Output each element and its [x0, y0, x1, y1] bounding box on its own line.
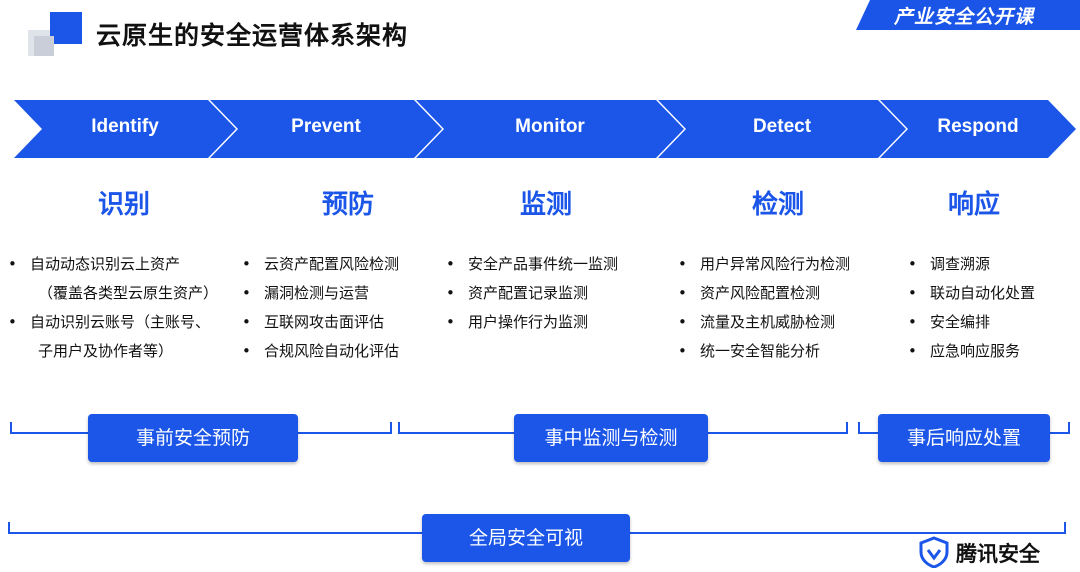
chevron-prevent: Prevent: [210, 100, 442, 158]
corner-banner: 产业安全公开课: [856, 0, 1080, 30]
shield-icon: [919, 536, 949, 568]
list-item: •资产配置记录监测: [446, 284, 589, 302]
stage-list-monitor: •安全产品事件统一监测 •资产配置记录监测 •用户操作行为监测: [446, 250, 619, 337]
chevron-respond: Respond: [880, 100, 1076, 158]
list-item: •联动自动化处置: [908, 284, 1036, 302]
phase-post-label: 事后响应处置: [878, 414, 1050, 462]
phase-global-label: 全局安全可视: [422, 514, 630, 562]
list-item: •合规风险自动化评估: [242, 342, 400, 360]
list-item: •用户操作行为监测: [446, 313, 589, 331]
list-item: •漏洞检测与运营: [242, 284, 370, 302]
list-item: •资产风险配置检测: [678, 284, 821, 302]
brand-name: 腾讯安全: [956, 542, 1040, 566]
list-item: •互联网攻击面评估: [242, 313, 385, 331]
chevron-detect: Detect: [658, 100, 906, 158]
chevron-label: Respond: [937, 116, 1019, 137]
list-item: •安全编排: [908, 313, 991, 331]
list-item: •自动动态识别云上资产: [8, 255, 181, 273]
chevron-label: Prevent: [291, 116, 361, 137]
list-item-continuation: 子用户及协作者等）: [38, 342, 174, 360]
list-item: •云资产配置风险检测: [242, 255, 400, 273]
stage-title-monitor: 监测: [519, 190, 572, 220]
list-item: •统一安全智能分析: [678, 342, 821, 360]
list-item: •用户异常风险行为检测: [678, 255, 851, 273]
stage-title-respond: 响应: [947, 190, 1000, 220]
stage-list-prevent: •云资产配置风险检测 •漏洞检测与运营 •互联网攻击面评估 •合规风险自动化评估: [242, 250, 400, 366]
stage-list-detect: •用户异常风险行为检测 •资产风险配置检测 •流量及主机威胁检测 •统一安全智能…: [678, 250, 851, 366]
chevron-identify: Identify: [14, 100, 236, 158]
list-item: •应急响应服务: [908, 342, 1021, 360]
phase-pre-label: 事前安全预防: [88, 414, 298, 462]
brand-footer: 腾讯安全: [918, 534, 1078, 570]
stage-title-detect: 检测: [751, 190, 804, 220]
chevron-label: Detect: [752, 116, 812, 137]
corner-banner-label: 产业安全公开课: [894, 6, 1035, 28]
list-item: •安全产品事件统一监测: [446, 255, 619, 273]
chevron-label: Monitor: [515, 116, 585, 137]
brand-logo-icon: [28, 12, 82, 56]
chevron-monitor: Monitor: [416, 100, 684, 158]
list-item-continuation: （覆盖各类型云原生资产）: [38, 284, 219, 302]
list-item: •调查溯源: [908, 255, 991, 273]
phase-mid-label: 事中监测与检测: [514, 414, 708, 462]
list-item: •自动识别云账号（主账号、: [8, 313, 211, 331]
list-item: •流量及主机威胁检测: [678, 313, 836, 331]
stage-list-identify: •自动动态识别云上资产 （覆盖各类型云原生资产） •自动识别云账号（主账号、 子…: [8, 250, 219, 366]
stage-title-prevent: 预防: [321, 190, 374, 220]
stage-list-respond: •调查溯源 •联动自动化处置 •安全编排 •应急响应服务: [908, 250, 1036, 366]
stage-chevron-row: Identify Prevent Monitor Detect Respond: [0, 100, 1080, 158]
chevron-label: Identify: [91, 116, 159, 137]
page-title: 云原生的安全运营体系架构: [96, 21, 409, 50]
stage-title-identify: 识别: [97, 190, 150, 220]
